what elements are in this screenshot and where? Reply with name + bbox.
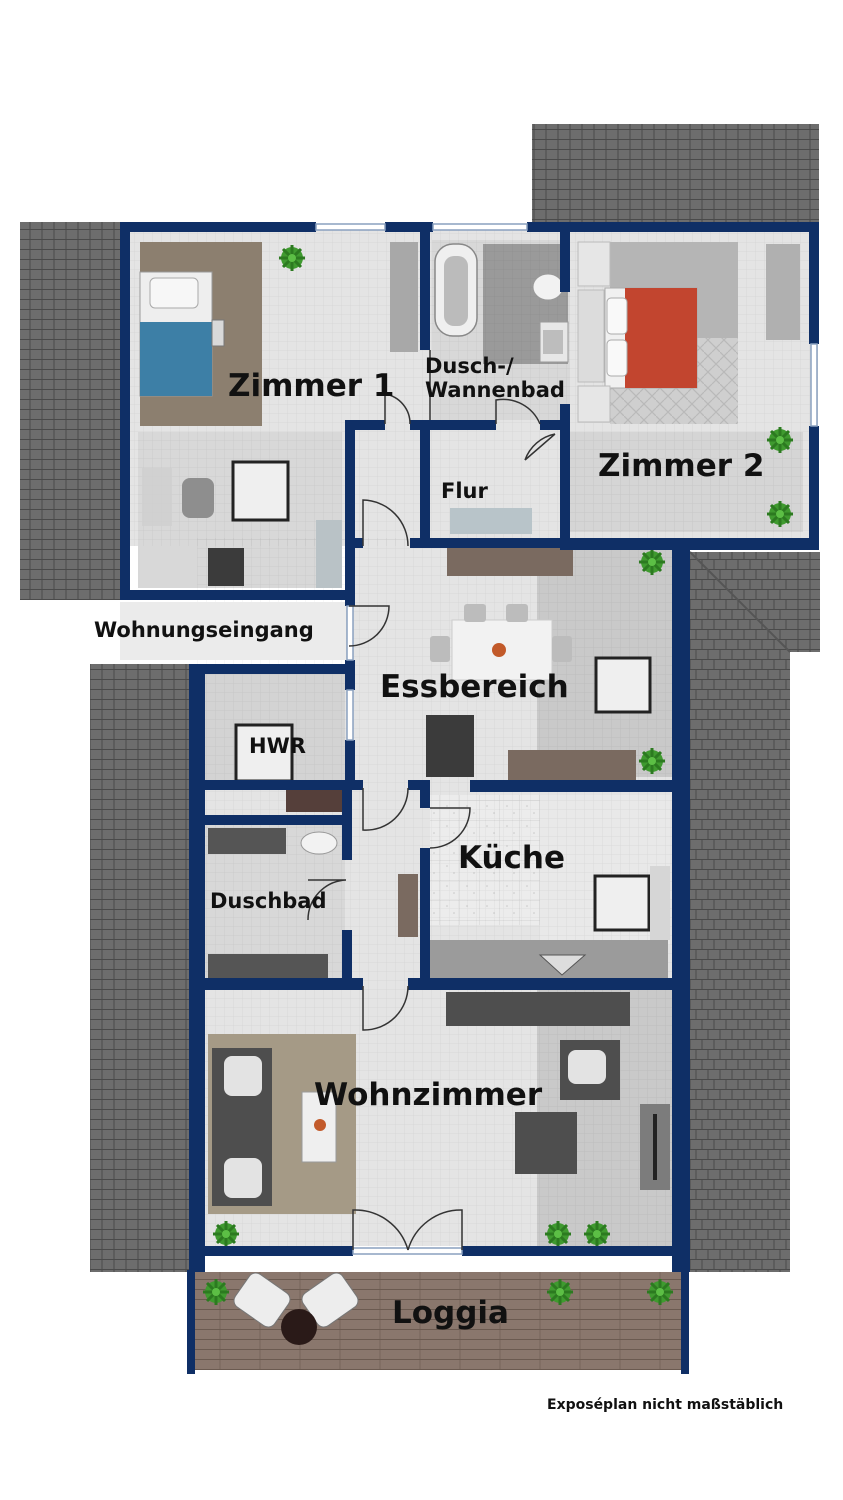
room-label-zimmer-1: Zimmer 1	[228, 368, 395, 404]
room-label-duschbad: Duschbad	[210, 889, 327, 913]
room-label-wohnzimmer: Wohnzimmer	[314, 1077, 543, 1113]
room-label-kueche: Küche	[458, 840, 566, 876]
roof-areas	[20, 124, 820, 1272]
room-label-wohnungseingang: Wohnungseingang	[94, 618, 314, 642]
room-label-bad-line-1: Dusch-/	[425, 354, 514, 378]
room-label-zimmer-2: Zimmer 2	[598, 448, 765, 484]
room-label-hwr: HWR	[249, 734, 306, 758]
loggia-deck	[194, 1272, 682, 1370]
furniture	[139, 241, 800, 1214]
scale-note: Exposéplan nicht maßstäblich	[547, 1397, 784, 1413]
room-label-bad-line-2: Wannenbad	[425, 377, 565, 402]
room-label-essbereich: Essbereich	[380, 669, 569, 705]
room-label-bad: Dusch-/ Wannenbad	[425, 354, 565, 402]
doors	[307, 350, 556, 1251]
room-label-flur: Flur	[441, 479, 488, 503]
room-label-loggia: Loggia	[392, 1295, 509, 1331]
walls	[120, 222, 819, 1374]
